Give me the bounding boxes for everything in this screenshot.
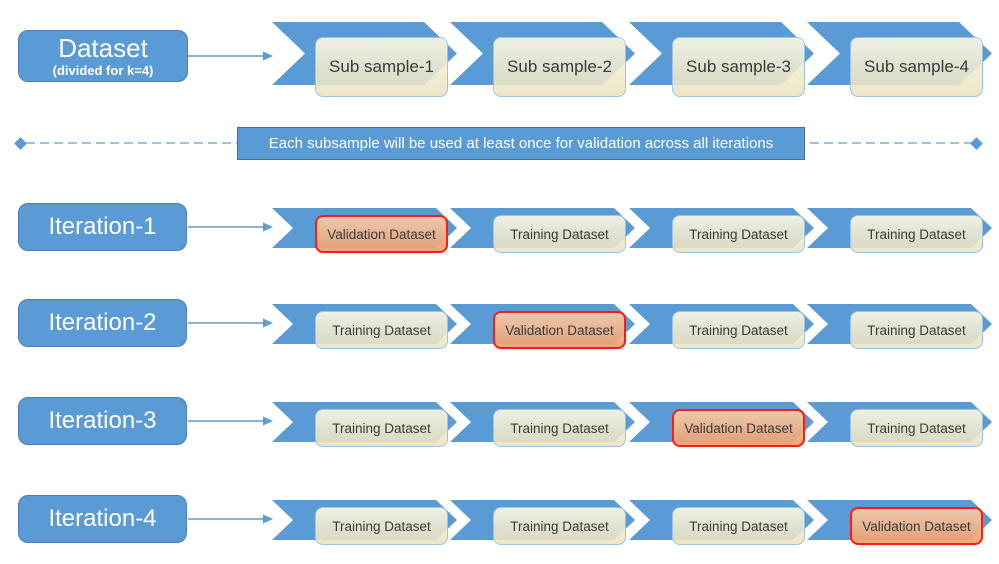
connector-arrow: [188, 318, 273, 328]
iteration-label: Iteration-4: [48, 504, 157, 532]
iteration-1-row: Iteration-1 Validation Dataset Training …: [0, 203, 999, 303]
iteration-2-row: Iteration-2 Training Dataset Validation …: [0, 299, 999, 399]
fold-box: Training Dataset: [493, 215, 626, 253]
iteration-4-row: Iteration-4 Training Dataset Training Da…: [0, 495, 999, 564]
banner-note: Each subsample will be used at least onc…: [237, 127, 805, 160]
dataset-subtitle: (divided for k=4): [52, 63, 154, 79]
fold-cell: Training Dataset: [629, 500, 815, 545]
fold-box: Training Dataset: [850, 311, 983, 349]
iteration-3-label-box: Iteration-3: [18, 397, 187, 445]
subsample-box: Sub sample-4: [850, 37, 983, 97]
fold-cell: Training Dataset: [272, 500, 458, 545]
fold-box: Training Dataset: [315, 507, 448, 545]
iteration-2-label-box: Iteration-2: [18, 299, 187, 347]
fold-box: Training Dataset: [315, 409, 448, 447]
subsample-cell: Sub sample-1: [272, 22, 458, 97]
iteration-3-row: Iteration-3 Training Dataset Training Da…: [0, 397, 999, 497]
fold-box: Training Dataset: [315, 311, 448, 349]
iteration-4-label-box: Iteration-4: [18, 495, 187, 543]
fold-cell: Training Dataset: [629, 304, 815, 349]
subsample-cell: Sub sample-4: [807, 22, 993, 97]
fold-cell: Training Dataset: [807, 208, 993, 253]
connector-arrow: [188, 416, 273, 426]
fold-box: Training Dataset: [850, 409, 983, 447]
fold-cell: Training Dataset: [629, 208, 815, 253]
connector-arrow: [188, 514, 273, 524]
connector-arrow: [188, 222, 273, 232]
fold-cell: Training Dataset: [450, 208, 636, 253]
iteration-label: Iteration-1: [48, 212, 157, 240]
dataset-row: Dataset (divided for k=4) Sub sample-1 S…: [0, 22, 999, 122]
iteration-label: Iteration-2: [48, 308, 157, 336]
fold-cell: Training Dataset: [807, 304, 993, 349]
subsample-box: Sub sample-2: [493, 37, 626, 97]
fold-box: Training Dataset: [672, 507, 805, 545]
subsample-cell: Sub sample-3: [629, 22, 815, 97]
fold-cell: Validation Dataset: [450, 304, 636, 349]
fold-cell: Training Dataset: [450, 402, 636, 447]
subsample-box: Sub sample-1: [315, 37, 448, 97]
fold-box: Validation Dataset: [493, 311, 626, 349]
diamond-endpoint-left: [14, 137, 27, 150]
fold-box: Training Dataset: [672, 311, 805, 349]
connector-arrow: [188, 51, 273, 61]
fold-box: Validation Dataset: [672, 409, 805, 447]
fold-cell: Training Dataset: [807, 402, 993, 447]
iteration-1-label-box: Iteration-1: [18, 203, 187, 251]
diamond-endpoint-right: [970, 137, 983, 150]
iteration-label: Iteration-3: [48, 406, 157, 434]
fold-cell: Training Dataset: [272, 304, 458, 349]
fold-box: Training Dataset: [850, 215, 983, 253]
dataset-label-box: Dataset (divided for k=4): [18, 30, 188, 82]
fold-box: Training Dataset: [493, 409, 626, 447]
fold-cell: Validation Dataset: [272, 208, 458, 253]
fold-cell: Training Dataset: [272, 402, 458, 447]
fold-box: Training Dataset: [672, 215, 805, 253]
fold-box: Validation Dataset: [850, 507, 983, 545]
fold-box: Training Dataset: [493, 507, 626, 545]
fold-cell: Training Dataset: [450, 500, 636, 545]
fold-box: Validation Dataset: [315, 215, 448, 253]
subsample-cell: Sub sample-2: [450, 22, 636, 97]
fold-cell: Validation Dataset: [807, 500, 993, 545]
dataset-title: Dataset: [58, 32, 148, 63]
subsample-box: Sub sample-3: [672, 37, 805, 97]
fold-cell: Validation Dataset: [629, 402, 815, 447]
